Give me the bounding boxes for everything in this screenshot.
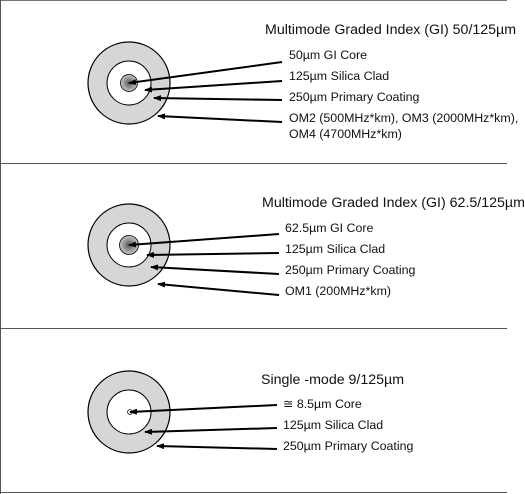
panel-divider-3 [0,492,507,493]
core-arrow [129,404,278,415]
coating-arrow [153,95,283,102]
panel-title: Multimode Graded Index (GI) 62.5/125µm [262,195,525,211]
clad-arrow [146,251,280,258]
panel-divider-1 [0,163,507,164]
grade-arrow [157,113,283,123]
fiber-cross-sections [87,41,283,454]
fiber-62-5-125 [87,203,280,296]
fiber-50-125 [87,41,283,125]
clad-label: 125µm Silica Clad [285,242,386,256]
grade-arrow [157,281,280,296]
core-label: ≅ 8.5µm Core [283,397,362,411]
fiber-single-mode-9-125 [87,370,278,454]
core-arrow [128,61,283,86]
panel-title: Single -mode 9/125µm [261,372,405,388]
coating-arrow [156,443,278,450]
grade-label: OM1 (200MHz*km) [285,284,392,298]
clad-arrow [144,427,278,435]
frame-top-border [0,0,507,1]
clad-arrow [144,80,283,93]
coating-arrow [150,264,280,275]
core-label: 62.5µm GI Core [285,221,374,235]
core-label: 50µm GI Core [289,48,368,62]
coating-label: 250µm Primary Coating [285,263,416,277]
core-arrow [128,233,280,248]
panel-title: Multimode Graded Index (GI) 50/125µm [265,22,517,38]
frame-left-border [0,0,1,494]
coating-label: 250µm Primary Coating [289,90,420,104]
grade-label-continued: OM4 (4700MHz*km) [289,127,402,141]
panel-divider-2 [0,328,507,329]
clad-label: 125µm Silica Clad [289,69,390,83]
grade-label: OM2 (500MHz*km), OM3 (2000MHz*km), [289,111,519,125]
coating-label: 250µm Primary Coating [283,439,414,453]
clad-label: 125µm Silica Clad [283,418,384,432]
